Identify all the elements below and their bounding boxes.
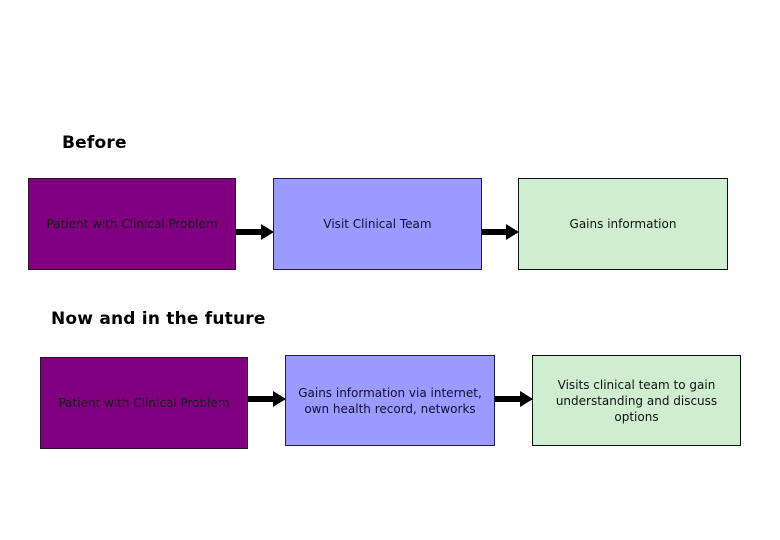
node-patient-with-clinical-problem-now[interactable]: Patient with Clinical Problem	[40, 357, 248, 449]
node-label: Visit Clinical Team	[323, 217, 432, 231]
node-label: Gains information via internet, own heal…	[298, 385, 482, 416]
arrow-right-icon-now-2	[495, 389, 534, 409]
arrow-right-icon-now-1	[248, 389, 287, 409]
node-visits-clinical-team-now[interactable]: Visits clinical team to gain understandi…	[532, 355, 741, 446]
section-heading-now-and-in-the-future: Now and in the future	[51, 309, 266, 329]
node-gains-information-before[interactable]: Gains information	[518, 178, 728, 270]
node-label: Gains information	[569, 217, 677, 231]
node-gains-information-via-internet-now[interactable]: Gains information via internet, own heal…	[285, 355, 495, 446]
node-patient-with-clinical-problem-before[interactable]: Patient with Clinical Problem	[28, 178, 236, 270]
node-label: Visits clinical team to gain understandi…	[555, 377, 718, 424]
arrow-right-icon-before-2	[482, 222, 520, 242]
node-label: Patient with Clinical Problem	[46, 217, 218, 231]
node-label: Patient with Clinical Problem	[58, 396, 230, 410]
node-visit-clinical-team-before[interactable]: Visit Clinical Team	[273, 178, 482, 270]
section-heading-before: Before	[62, 133, 127, 153]
arrow-right-icon-before-1	[236, 222, 275, 242]
